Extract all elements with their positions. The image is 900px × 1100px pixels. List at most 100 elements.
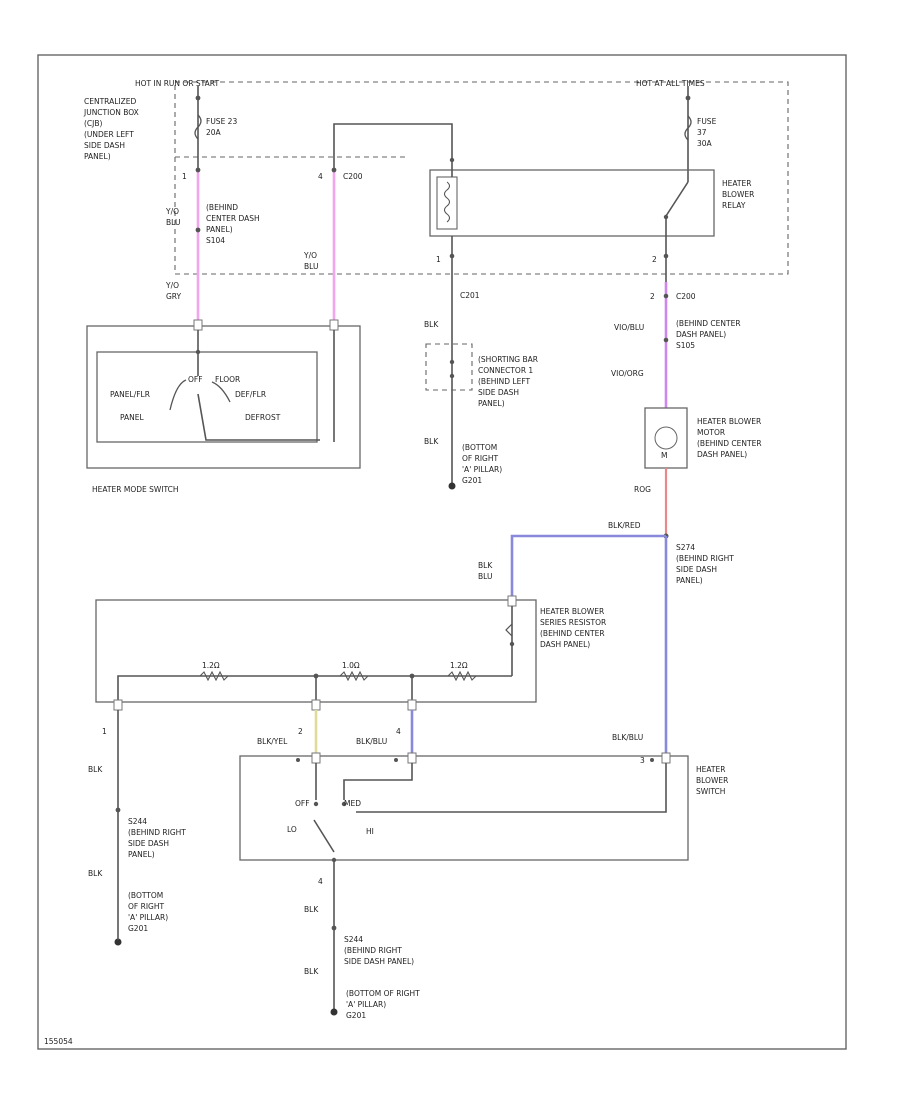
svg-text:BLK: BLK: [478, 561, 493, 570]
mode-switch-terminal-left: [193, 319, 203, 331]
svg-text:SIDE DASH PANEL): SIDE DASH PANEL): [344, 957, 414, 966]
resistor-node-top: [509, 641, 515, 647]
blower-switch-med-lead: [343, 763, 413, 800]
relay-coil: [436, 176, 458, 230]
svg-text:G201: G201: [462, 476, 482, 485]
blower-switch-label: HEATER BLOWER SWITCH: [696, 765, 728, 796]
svg-text:GRY: GRY: [166, 292, 182, 301]
hot-run-label: HOT IN RUN OR START: [135, 79, 219, 88]
svg-text:HEATER BLOWER: HEATER BLOWER: [540, 607, 604, 616]
svg-text:FUSE: FUSE: [697, 117, 717, 126]
ground-g201-left: [114, 938, 122, 946]
relay-coil-feed-wire: [333, 123, 453, 177]
splice-s104-label: (BEHIND CENTER DASH PANEL) S104: [206, 203, 260, 245]
svg-text:PANEL): PANEL): [206, 225, 233, 234]
heater-blower-relay: [429, 169, 715, 237]
shorting-bar-label: (SHORTING BAR CONNECTOR 1 (BEHIND LEFT S…: [478, 355, 538, 408]
svg-text:DASH PANEL): DASH PANEL): [676, 330, 726, 339]
svg-text:HEATER BLOWER: HEATER BLOWER: [697, 417, 761, 426]
resistor-element-1: [199, 670, 229, 682]
wire-color-blk-left-1: BLK: [88, 765, 103, 774]
blk-blu-wire-top: [510, 534, 666, 600]
wire-color-blkred: BLK/RED: [608, 521, 641, 530]
resistor-chain-wire: [117, 675, 512, 702]
wire-color-blkyel: BLK/YEL: [257, 737, 288, 746]
c200-right-node: [663, 293, 669, 299]
pin-node-left: [195, 167, 201, 173]
svg-text:37: 37: [697, 128, 707, 137]
wire-color-blk-c201: BLK: [424, 320, 439, 329]
wire-color-ylbu-mid: Y/O BLU: [303, 251, 318, 271]
svg-text:PANEL: PANEL: [120, 413, 145, 422]
splice-s244-left-node: [115, 807, 121, 813]
svg-text:(BEHIND CENTER: (BEHIND CENTER: [676, 319, 741, 328]
svg-text:G201: G201: [346, 1011, 366, 1020]
svg-text:HEATER: HEATER: [722, 179, 751, 188]
svg-text:S244: S244: [128, 817, 147, 826]
connector-c200-right: C200: [676, 292, 696, 301]
connector-c200-top: C200: [343, 172, 363, 181]
splice-s244-bottom-node: [331, 925, 337, 931]
svg-text:PANEL): PANEL): [478, 399, 505, 408]
svg-text:(BEHIND CENTER: (BEHIND CENTER: [697, 439, 762, 448]
mode-switch-arm-right: [211, 381, 231, 403]
splice-s274-label: S274 (BEHIND RIGHT SIDE DASH PANEL): [676, 543, 734, 585]
svg-text:HEATER: HEATER: [696, 765, 725, 774]
mode-off-label: OFF: [188, 375, 203, 384]
svg-text:S104: S104: [206, 236, 225, 245]
mode-switch-arm-left: [169, 379, 187, 411]
blower-switch-off: OFF: [295, 799, 310, 808]
series-resistor-label: HEATER BLOWER SERIES RESISTOR (BEHIND CE…: [540, 607, 606, 649]
resistor-thermal-fuse: [505, 623, 513, 637]
mode-panel-label: PANEL/FLR PANEL: [110, 390, 150, 422]
wire-color-blkblu-mid: BLK/BLU: [356, 737, 387, 746]
pin-4-bottom: 4: [396, 727, 401, 736]
svg-text:SIDE DASH: SIDE DASH: [84, 141, 125, 150]
svg-text:CENTRALIZED: CENTRALIZED: [84, 97, 136, 106]
svg-text:(BOTTOM: (BOTTOM: [462, 443, 497, 452]
relay-coil-node: [449, 157, 455, 163]
ground-g201-mid-label: (BOTTOM OF RIGHT 'A' PILLAR) G201: [462, 443, 502, 485]
resistor-terminal-top: [507, 595, 517, 607]
svg-text:20A: 20A: [206, 128, 222, 137]
svg-text:JUNCTION BOX: JUNCTION BOX: [83, 108, 139, 117]
svg-text:'A' PILLAR): 'A' PILLAR): [128, 913, 168, 922]
splice-s244-bottom-label: S244 (BEHIND RIGHT SIDE DASH PANEL): [344, 935, 414, 966]
svg-text:(BEHIND RIGHT: (BEHIND RIGHT: [344, 946, 402, 955]
svg-text:DEFROST: DEFROST: [245, 413, 281, 422]
fuse37-label: FUSE 37 30A: [697, 117, 717, 148]
svg-text:OF RIGHT: OF RIGHT: [462, 454, 498, 463]
svg-text:BLU: BLU: [304, 262, 318, 271]
wire-color-rog: ROG: [634, 485, 651, 494]
blower-switch-hi-lead: [356, 763, 667, 813]
mode-switch-node: [195, 349, 201, 355]
blower-switch-med: MED: [344, 799, 361, 808]
wire-color-blk-left-2: BLK: [88, 869, 103, 878]
pin-1-c201: 1: [436, 255, 441, 264]
resistor-value-2: 1.0Ω: [342, 661, 360, 670]
pin-node-right: [331, 167, 337, 173]
svg-text:(CJB): (CJB): [84, 119, 103, 128]
connector-c201: C201: [460, 291, 480, 300]
svg-text:PANEL): PANEL): [128, 850, 155, 859]
wire-color-blk-bot-2: BLK: [304, 967, 319, 976]
svg-text:Y/O: Y/O: [303, 251, 317, 260]
svg-text:'A' PILLAR): 'A' PILLAR): [346, 1000, 386, 1009]
svg-text:FUSE 23: FUSE 23: [206, 117, 237, 126]
resistor-terminal-2: [311, 699, 321, 711]
splice-s105-label: (BEHIND CENTER DASH PANEL) S105: [676, 319, 741, 350]
ground-g201-mid: [448, 482, 456, 490]
svg-text:S105: S105: [676, 341, 695, 350]
svg-text:(BEHIND LEFT: (BEHIND LEFT: [478, 377, 531, 386]
ground-g201-bottom-label: (BOTTOM OF RIGHT 'A' PILLAR) G201: [346, 989, 420, 1020]
resistor-value-3: 1.2Ω: [450, 661, 468, 670]
blower-switch-node-4: [394, 758, 398, 762]
svg-text:SWITCH: SWITCH: [696, 787, 725, 796]
svg-text:SERIES RESISTOR: SERIES RESISTOR: [540, 618, 606, 627]
resistor-terminal-1: [113, 699, 123, 711]
svg-text:DEF/FLR: DEF/FLR: [235, 390, 266, 399]
junction-box-label: CENTRALIZED JUNCTION BOX (CJB) (UNDER LE…: [83, 97, 139, 161]
splice-s244-left-label: S244 (BEHIND RIGHT SIDE DASH PANEL): [128, 817, 186, 859]
wire-color-ylbu-left: Y/O BLU: [165, 207, 180, 227]
